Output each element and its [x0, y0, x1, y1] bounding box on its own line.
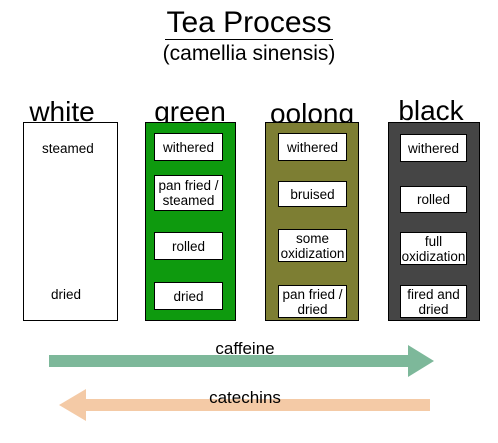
catechins-label: catechins	[209, 388, 281, 407]
green-step-dried: dried	[154, 282, 223, 310]
white-step-dried: dried	[51, 287, 82, 302]
diagram-subtitle: (camellia sinensis)	[162, 42, 336, 65]
oolong-step-withered: withered	[278, 133, 347, 161]
white-step-steamed: steamed	[42, 141, 94, 156]
diagram-title: Tea Process	[165, 6, 333, 40]
oolong-step-some-oxidization: some oxidization	[278, 229, 347, 262]
black-step-fired-and-dried: fired and dried	[400, 285, 467, 318]
oolong-step-bruised: bruised	[278, 181, 347, 207]
black-step-rolled: rolled	[400, 186, 467, 213]
green-step-pan-fried-steamed: pan fried / steamed	[154, 175, 223, 211]
green-step-withered: withered	[154, 133, 223, 161]
column-heading-black: black	[398, 95, 464, 126]
oolong-step-pan-fried-dried: pan fried / dried	[278, 285, 347, 318]
column-heading-white: white	[29, 96, 95, 127]
caffeine-arrow	[49, 345, 434, 377]
black-step-full-oxidization: full oxidization	[400, 232, 467, 265]
green-step-rolled: rolled	[154, 232, 223, 260]
column-white	[23, 122, 118, 321]
column-heading-green: green	[154, 96, 226, 127]
catechins-arrow	[59, 389, 430, 421]
caffeine-label: caffeine	[215, 339, 275, 358]
black-step-withered: withered	[400, 134, 467, 162]
